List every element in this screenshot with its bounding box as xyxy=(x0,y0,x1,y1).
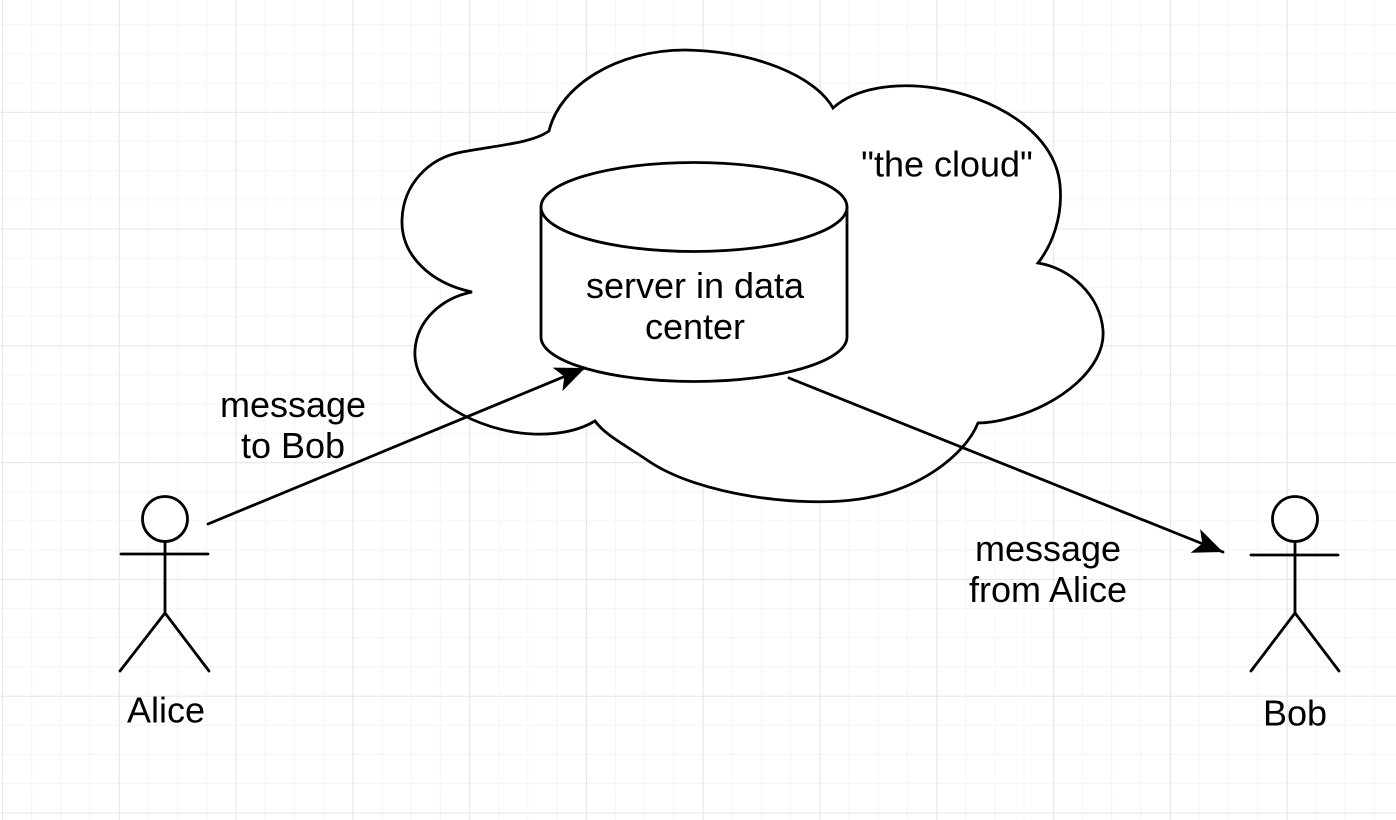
actor-alice-figure[interactable] xyxy=(118,495,211,673)
alice-head xyxy=(141,495,189,543)
arrow-label-message-from-alice[interactable]: message from Alice xyxy=(968,527,1128,610)
cloud-label[interactable]: "the cloud" xyxy=(861,143,1033,185)
server-label[interactable]: server in data center xyxy=(585,264,805,347)
arrow-alice-to-server[interactable] xyxy=(206,366,587,526)
alice-right-leg xyxy=(163,611,211,673)
actor-alice-label[interactable]: Alice xyxy=(126,689,206,731)
bob-right-leg xyxy=(1293,611,1341,673)
actor-bob-label[interactable]: Bob xyxy=(1262,692,1328,734)
actor-bob-figure[interactable] xyxy=(1249,495,1341,673)
arrow-label-message-to-bob[interactable]: message to Bob xyxy=(219,383,367,466)
bob-head xyxy=(1271,495,1319,543)
cylinder-lid-edge xyxy=(539,205,849,253)
alice-left-leg xyxy=(118,611,167,673)
arrow-server-to-bob[interactable] xyxy=(787,376,1225,554)
bob-left-leg xyxy=(1249,611,1297,673)
server-cylinder[interactable] xyxy=(539,161,849,383)
